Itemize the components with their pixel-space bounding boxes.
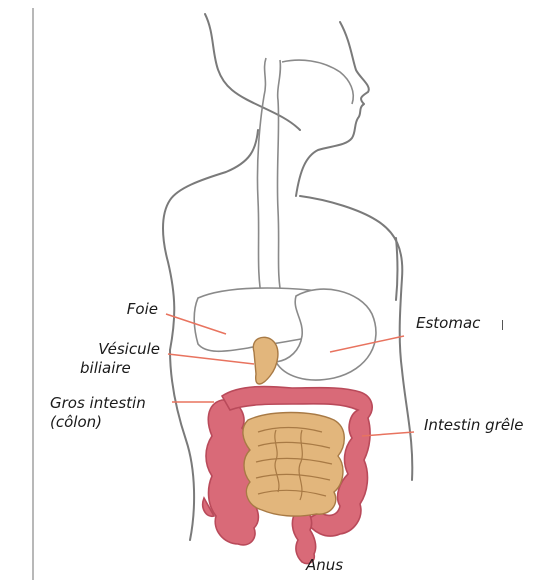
label-intestin-grele: Intestin grêle — [424, 416, 524, 435]
label-anus: Anus — [306, 556, 343, 575]
label-foie: Foie — [90, 300, 158, 319]
label-gros-intestin: Gros intestin (côlon) — [50, 394, 146, 432]
leader-vesicule — [168, 354, 254, 364]
estomac-tick-mark — [502, 320, 503, 330]
face-profile — [205, 14, 300, 130]
torso-right-inner — [396, 238, 398, 300]
head-back — [296, 22, 369, 196]
label-gros-intestin-line2: (côlon) — [50, 413, 146, 432]
label-vesicule-line2: biliaire — [60, 359, 160, 378]
label-gros-intestin-line1: Gros intestin — [50, 394, 146, 413]
label-vesicule-line1: Vésicule — [60, 340, 160, 359]
label-vesicule-biliaire: Vésicule biliaire — [60, 340, 160, 378]
torso-left — [170, 350, 194, 540]
gallbladder-shape — [253, 337, 278, 384]
esophagus — [257, 58, 353, 300]
label-estomac: Estomac — [416, 314, 480, 333]
